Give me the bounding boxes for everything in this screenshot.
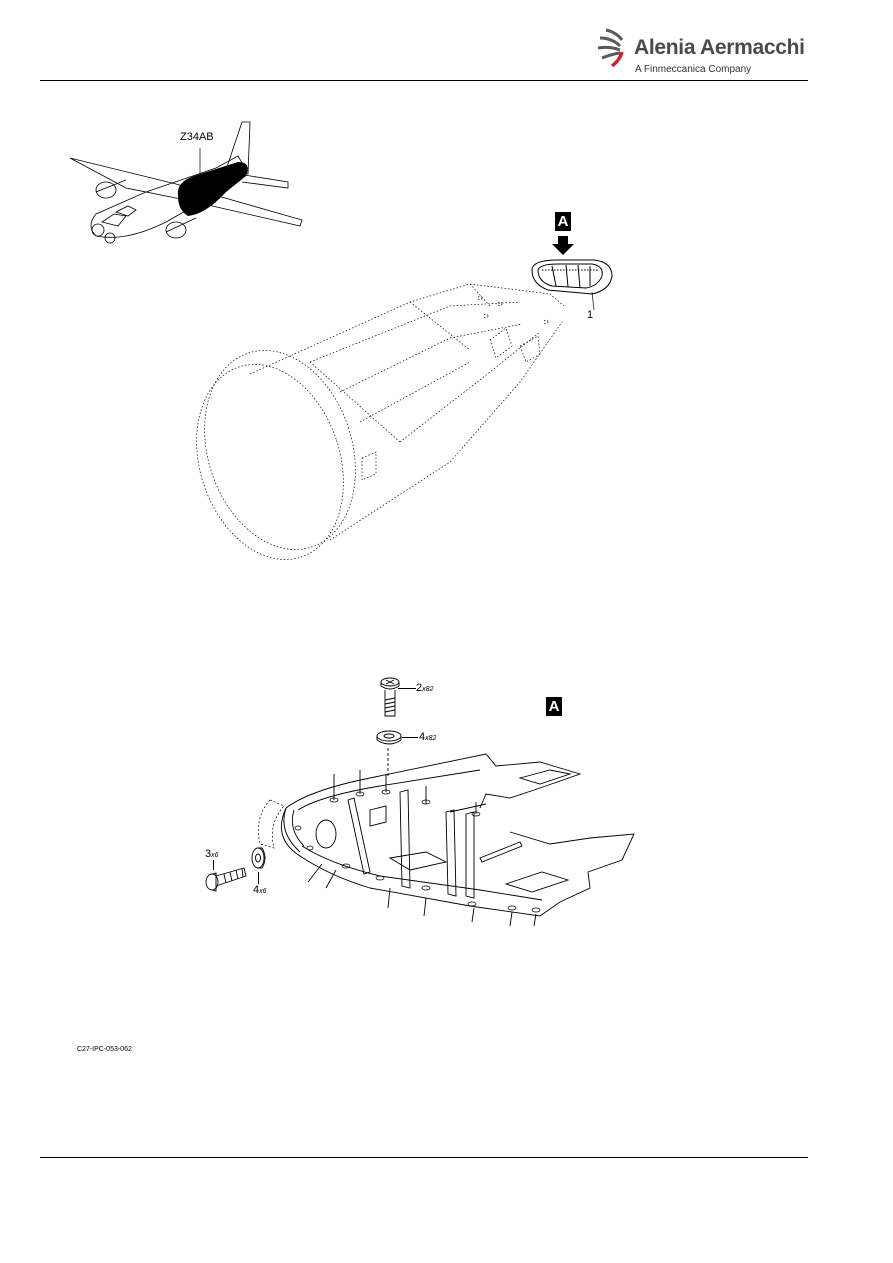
item-number-3: 3 xyxy=(205,848,212,860)
item-qty-4-side: x6 xyxy=(259,888,267,895)
callout-leader-3 xyxy=(213,860,214,870)
washer-item-4-upper xyxy=(376,730,402,745)
brand-name: Alenia Aermacchi xyxy=(634,36,805,59)
item-number-4-side: 4 xyxy=(253,884,260,896)
zone-highlight xyxy=(177,162,248,216)
item-number-4-upper: 4 xyxy=(419,731,426,743)
item-qty-3: x6 xyxy=(211,852,219,859)
callout-leader-4-side xyxy=(258,872,259,884)
item-callout-4-side: 4x6 xyxy=(253,884,267,896)
item-callout-2: 2x82 xyxy=(416,682,433,694)
screw-item-3 xyxy=(205,867,247,892)
zone-label: Z34AB xyxy=(180,131,214,143)
view-label-box: A xyxy=(555,212,571,231)
callout-leader-2 xyxy=(398,688,416,689)
tailcone-illustration xyxy=(196,283,565,560)
item-number-2: 2 xyxy=(416,682,423,694)
company-logo: Alenia Aermacchi A Finmeccanica Company xyxy=(597,26,805,82)
item-callout-3: 3x6 xyxy=(205,848,219,860)
figure-number: C27-IPC-053-062 xyxy=(77,1046,132,1053)
screw-item-2 xyxy=(380,677,400,717)
footer-rule xyxy=(40,1157,808,1158)
view-label-box-detail: A xyxy=(546,697,562,716)
logo-mark-icon xyxy=(597,28,624,68)
header-rule xyxy=(40,80,808,81)
item-callout-4-upper: 4x82 xyxy=(419,731,436,743)
item-qty-2: x82 xyxy=(422,686,434,693)
view-arrow-icon xyxy=(552,236,574,255)
fairing-item-1 xyxy=(531,259,613,311)
item-qty-4-upper: x82 xyxy=(425,735,437,742)
item-callout-1: 1 xyxy=(587,309,594,321)
washer-item-4-side xyxy=(251,847,266,869)
brand-subtitle: A Finmeccanica Company xyxy=(635,64,752,75)
callout-leader-4-upper xyxy=(402,737,418,738)
fairing-structure-detail xyxy=(258,748,635,927)
aircraft-locator-illustration xyxy=(69,121,303,244)
